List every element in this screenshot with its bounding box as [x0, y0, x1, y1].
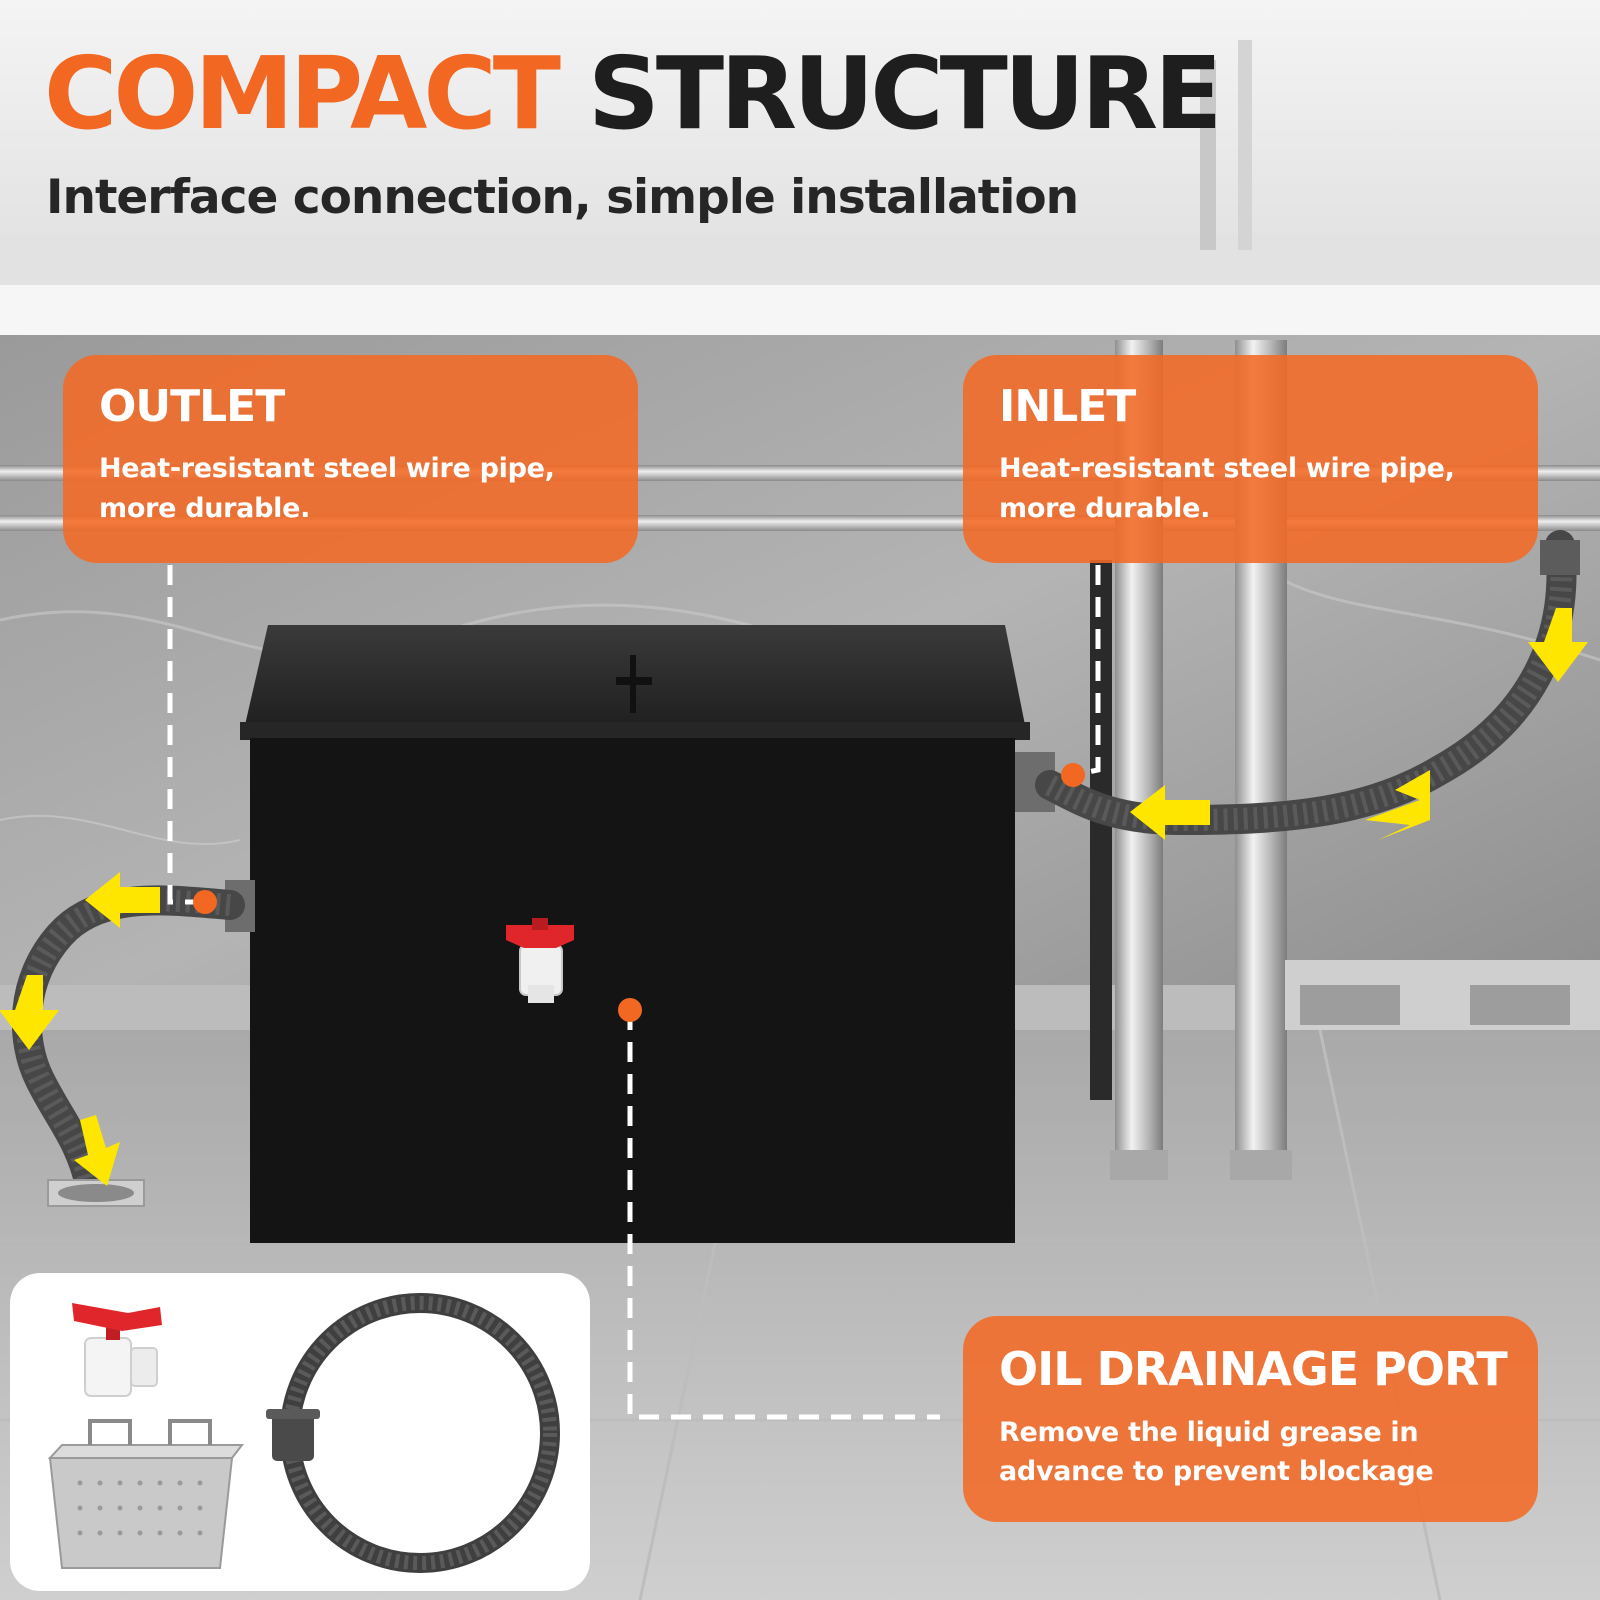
callout-inlet-desc-line1: Heat-resistant steel wire pipe,	[999, 453, 1455, 485]
callout-outlet: OUTLET Heat-resistant steel wire pipe, m…	[63, 355, 638, 563]
callout-outlet-desc-line1: Heat-resistant steel wire pipe,	[99, 453, 555, 485]
tank-ball-valve-icon	[506, 918, 574, 1003]
headline-accent: COMPACT	[44, 35, 561, 152]
callout-inlet-desc: Heat-resistant steel wire pipe, more dur…	[999, 449, 1504, 527]
accessories-panel	[10, 1273, 590, 1591]
callout-outlet-desc-line2: more durable.	[99, 492, 311, 524]
ball-valve-icon	[72, 1303, 162, 1397]
callout-inlet: INLET Heat-resistant steel wire pipe, mo…	[963, 355, 1538, 563]
callout-drain-desc: Remove the liquid grease in advance to p…	[999, 1413, 1504, 1491]
callout-drain-title: OIL DRAINAGE PORT	[999, 1342, 1508, 1396]
inlet-hose	[1015, 530, 1580, 836]
subtitle: Interface connection, simple installatio…	[46, 170, 1079, 225]
callout-oil-drainage-port: OIL DRAINAGE PORT Remove the liquid grea…	[963, 1316, 1538, 1522]
callout-inlet-desc-line2: more durable.	[999, 492, 1211, 524]
headline: COMPACT STRUCTURE	[44, 44, 1222, 144]
callout-drain-desc-line2: advance to prevent blockage	[999, 1455, 1434, 1487]
headline-rest: STRUCTURE	[587, 35, 1223, 152]
flow-arrow-icon	[0, 608, 1588, 1186]
drain-hose-icon	[266, 1293, 560, 1573]
floor-drain-icon	[47, 1179, 145, 1207]
strainer-basket-icon	[47, 1419, 245, 1569]
callout-inlet-title: INLET	[999, 381, 1136, 432]
grease-trap-tank	[240, 625, 1030, 1243]
callout-drain-desc-line1: Remove the liquid grease in	[999, 1416, 1419, 1448]
accessories-illustration	[47, 1293, 560, 1573]
callout-outlet-desc: Heat-resistant steel wire pipe, more dur…	[99, 449, 604, 527]
callout-dots	[193, 763, 1085, 1022]
callout-outlet-title: OUTLET	[99, 381, 285, 432]
